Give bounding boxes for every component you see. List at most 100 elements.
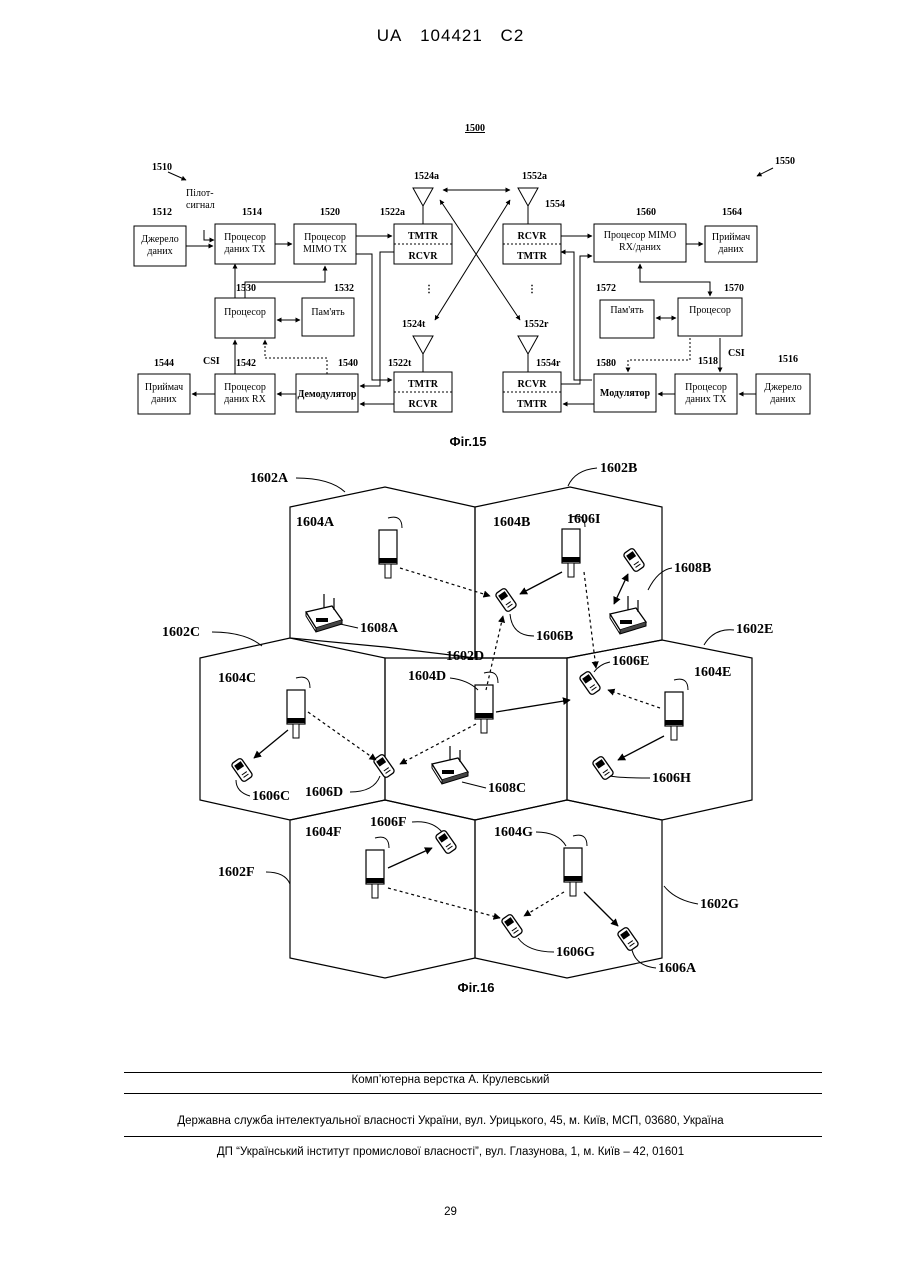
label-1606E: 1606E [612,654,649,669]
data-source-label-2: даних [770,394,795,405]
mimo-tx-label: Процесор [304,232,346,243]
ref-1518: 1518 [698,356,718,367]
processor-box-left [215,298,275,338]
ref-1554r: 1554r [536,358,561,369]
phone-icon [373,754,395,779]
memory-label: Пам'ять [311,307,345,318]
demodulator-label: Демодулятор [297,389,356,400]
label-1608B: 1608B [674,561,711,576]
phone-icon [617,927,639,952]
ref-1542: 1542 [236,358,256,369]
ref-1522a: 1522a [380,207,405,218]
footer-service: Державна служба інтелектуальної власност… [0,1115,901,1127]
label-1604E: 1604E [694,665,731,680]
antenna-icon [413,188,433,224]
label-1604B: 1604B [493,515,530,530]
ref-1540: 1540 [338,358,358,369]
ref-1572: 1572 [596,283,616,294]
label-1604D: 1604D [408,669,446,684]
footer-rule-top [124,1072,822,1073]
label-1608A: 1608A [360,621,399,636]
data-source-label: Джерело [764,382,801,393]
label-1604A: 1604A [296,515,335,530]
phone-icon [592,756,614,781]
base-station-icon [379,517,402,578]
label-1604C: 1604C [218,671,256,686]
ref-1510: 1510 [152,162,172,173]
tx-data-processor-label: Процесор [224,232,266,243]
antenna-icon [518,336,538,372]
data-sink-label-2: даних [718,244,743,255]
ref-1570: 1570 [724,283,744,294]
base-station-icon [475,672,498,733]
base-station-icon [287,677,310,738]
ref-1544: 1544 [154,358,174,369]
figure-16-cell-diagram: 1602A 1602B 1602C 1602D 1602E 1602F 1602… [162,461,773,995]
tx-data-processor-label: Процесор [685,382,727,393]
phone-icon [501,914,523,939]
phone-icon [623,548,645,573]
base-station-icon [564,835,587,896]
system-icon [306,594,342,632]
label-1602C: 1602C [162,625,200,640]
ref-1524t: 1524t [402,319,426,330]
label-1606F: 1606F [370,815,407,830]
label-1606G: 1606G [556,945,595,960]
figure-15-block-diagram: 1500 1510 1550 Пілот- сигнал 1512 Джерел… [134,123,810,449]
footer-rule-bottom [124,1136,822,1137]
figure-16-caption: Фіг.16 [458,980,495,995]
phone-icon [231,758,253,783]
ref-1550: 1550 [775,156,795,167]
antenna-icon [413,336,433,372]
data-sink-label-2: даних [151,394,176,405]
data-sink-label: Приймач [712,232,750,243]
csi-label-left: CSI [203,356,220,367]
label-1606H: 1606H [652,771,691,786]
processor-label: Процесор [689,305,731,316]
base-station-icon [366,837,389,898]
tmtr-label: TMTR [517,399,548,410]
tmtr-label: TMTR [517,251,548,262]
label-1602B: 1602B [600,461,637,476]
ref-1516: 1516 [778,354,798,365]
csi-label-right: CSI [728,348,745,359]
data-sink-label: Приймач [145,382,183,393]
dots-left: ⋮ [424,284,434,295]
pilot-label-2: сигнал [186,200,215,211]
antenna-icon [518,188,538,224]
processor-box-right [678,298,742,336]
label-1608C: 1608C [488,781,526,796]
label-1606I: 1606I [567,512,600,527]
footer-institute: ДП “Український інститут промислової вла… [0,1146,901,1158]
mimo-rx-label-2: RX/даних [619,242,661,253]
mimo-tx-label-2: MIMO TX [303,244,348,255]
phone-icon [495,588,517,613]
figure-id: 1500 [465,123,485,134]
mimo-rx-label: Процесор MIMO [604,230,677,241]
ref-1532: 1532 [334,283,354,294]
phone-icon [435,830,457,855]
tx-data-processor-label-2: даних TX [224,244,266,255]
label-1604F: 1604F [305,825,342,840]
rcvr-label: RCVR [409,251,439,262]
system-icon [432,746,468,784]
rcvr-label: RCVR [518,231,548,242]
ref-1564: 1564 [722,207,742,218]
ref-1520: 1520 [320,207,340,218]
phone-icon [579,671,601,696]
figure-15-caption: Фіг.15 [450,434,487,449]
memory-label: Пам'ять [610,305,644,316]
data-source-label-2: даних [147,246,172,257]
label-1602E: 1602E [736,622,773,637]
ref-1560: 1560 [636,207,656,218]
rx-data-processor-label: Процесор [224,382,266,393]
label-1606C: 1606C [252,789,290,804]
ref-1580: 1580 [596,358,616,369]
tmtr-label: TMTR [408,379,439,390]
ref-1554: 1554 [545,199,565,210]
modulator-label: Модулятор [600,388,651,399]
base-station-icon [665,679,688,740]
ref-1530: 1530 [236,283,256,294]
label-1602F: 1602F [218,865,255,880]
label-1602A: 1602A [250,471,289,486]
